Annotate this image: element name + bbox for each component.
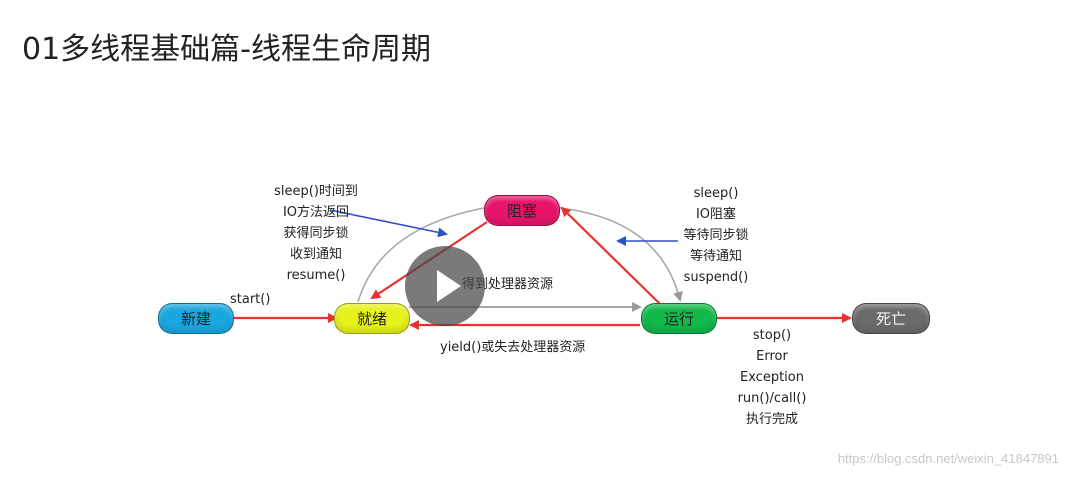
label-running-to-ready: yield()或失去处理器资源 (440, 340, 586, 355)
page-title: 01多线程基础篇-线程生命周期 (22, 32, 431, 67)
label-line: sleep() (693, 186, 739, 201)
label-line: Exception (740, 370, 804, 385)
label-line: 获得同步锁 (283, 226, 349, 241)
label-line: 执行完成 (745, 412, 798, 427)
watermark: https://blog.csdn.net/weixin_41847891 (837, 451, 1059, 466)
label-line: IO阻塞 (695, 207, 737, 222)
label-line: IO方法返回 (282, 205, 350, 220)
label-running-to-blocked: sleep() IO阻塞 等待同步锁 等待通知 suspend() (668, 183, 764, 288)
label-line: 收到通知 (289, 247, 342, 262)
label-line: run()/call() (737, 391, 807, 406)
node-running: 运行 (641, 303, 717, 334)
label-line: resume() (286, 268, 346, 283)
gray-arc-left (357, 207, 485, 303)
gray-arc-right (559, 207, 683, 302)
node-dead: 死亡 (852, 303, 930, 334)
label-line: 等待同步锁 (683, 228, 749, 243)
play-button[interactable] (405, 246, 485, 326)
label-blocked-to-ready: sleep()时间到 IO方法返回 获得同步锁 收到通知 resume() (262, 181, 370, 286)
label-start: start() (230, 292, 271, 307)
label-line: Error (756, 349, 788, 364)
label-running-to-dead: stop() Error Exception run()/call() 执行完成 (724, 325, 820, 430)
node-blocked: 阻塞 (484, 195, 560, 226)
arrow-running-to-blocked (560, 206, 661, 305)
label-line: sleep()时间到 (274, 184, 358, 199)
node-ready: 就绪 (334, 303, 410, 334)
label-line: suspend() (683, 270, 749, 285)
label-line: stop() (752, 328, 792, 343)
blue-pointer-left (329, 209, 448, 238)
node-new: 新建 (158, 303, 234, 334)
label-line: 等待通知 (689, 249, 742, 264)
play-icon (437, 270, 461, 302)
